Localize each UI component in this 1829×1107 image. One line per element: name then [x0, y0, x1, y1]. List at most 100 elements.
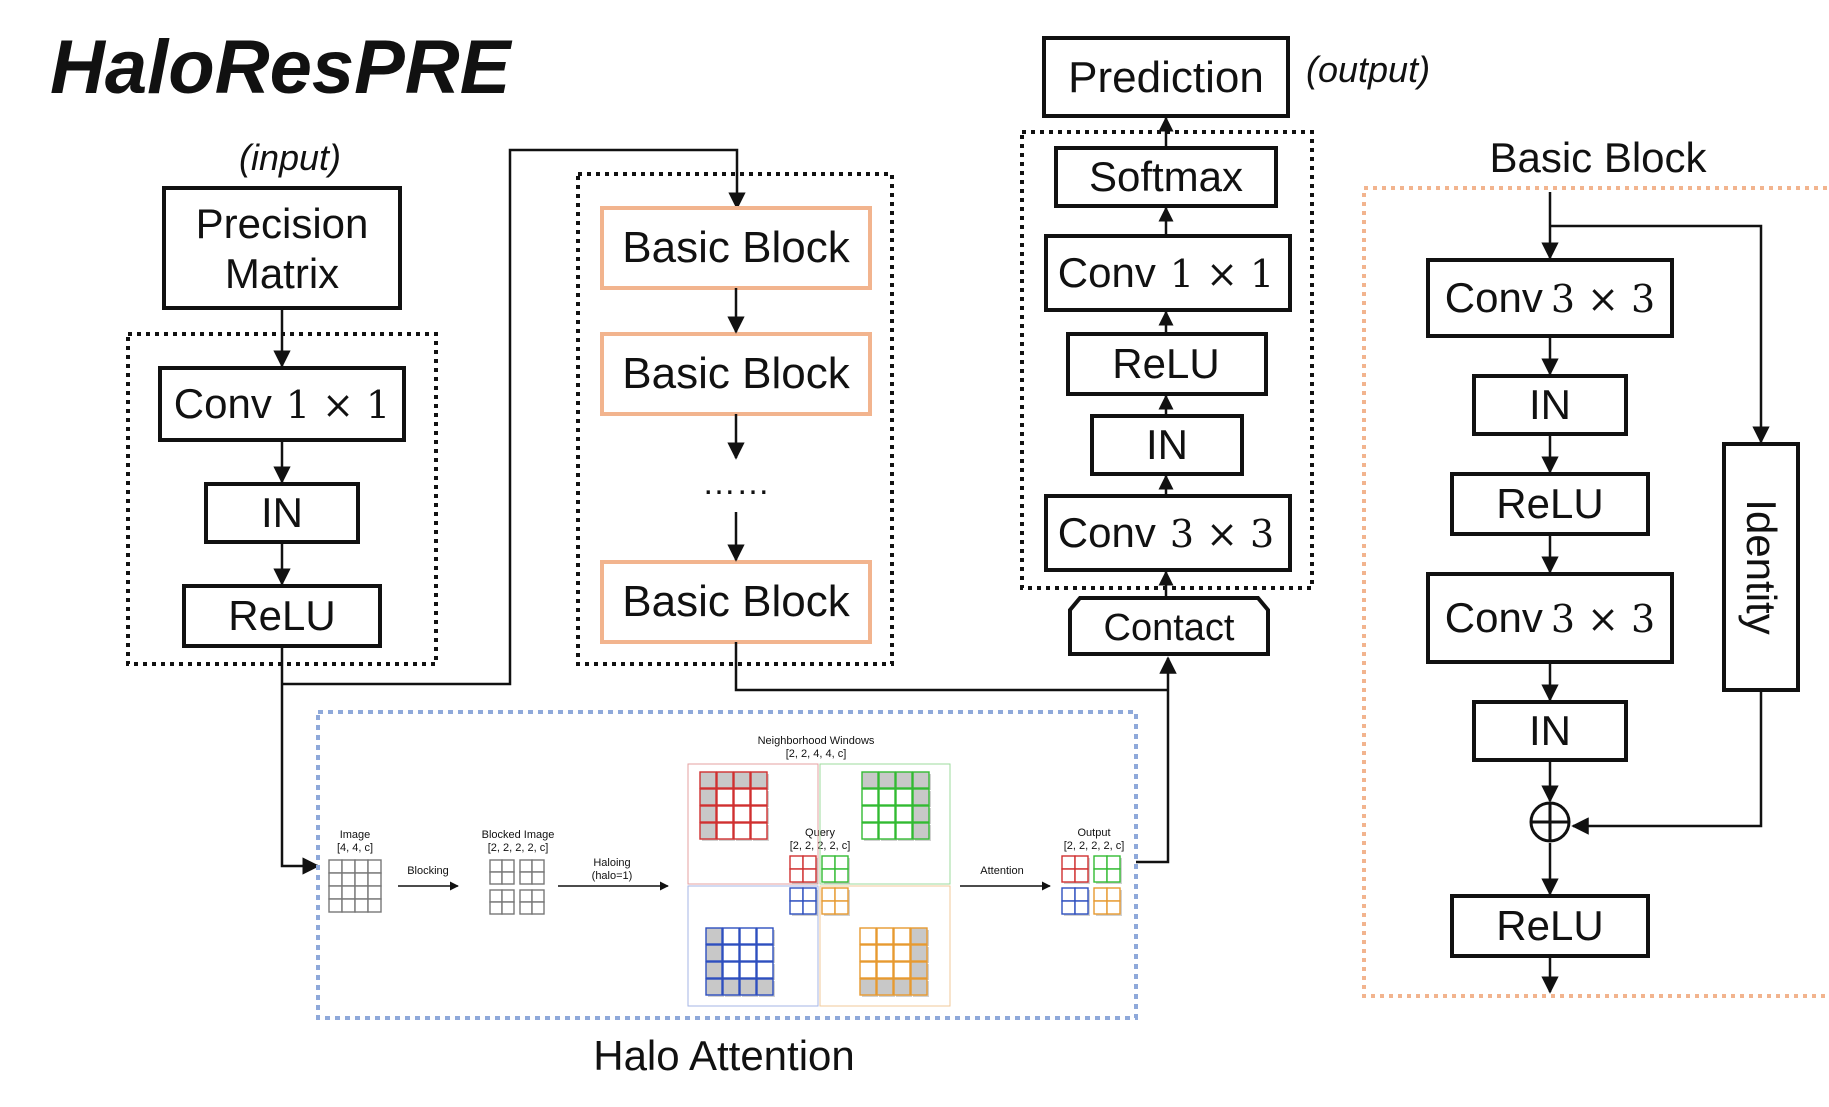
halo-neighborhood-cell	[893, 978, 911, 996]
halo-query-cell	[789, 855, 804, 870]
bb-conv-b-box: Conv 3 × 3	[1426, 572, 1674, 664]
halo-neighborhood-cell	[893, 944, 911, 962]
halo-neighborhood-cell	[733, 788, 751, 806]
basic-block-detail-frame	[1362, 186, 1829, 998]
bb-in-b-box: IN	[1472, 700, 1628, 762]
halo-neighborhood-cell	[733, 805, 751, 823]
halo-image-cell	[328, 859, 343, 874]
halo-neighborhood-cell	[739, 927, 757, 945]
bb-in-b-label: IN	[1529, 707, 1571, 754]
precision-matrix-line1: Precision	[196, 200, 369, 247]
halo-blocked-cell	[501, 859, 515, 873]
halo-output-cell	[1106, 855, 1121, 870]
halo-neighborhood-cell	[705, 944, 723, 962]
head-conv3-math: 3 × 3	[1170, 512, 1274, 556]
head-relu-box: ReLU	[1066, 332, 1268, 396]
halo-haloing-label-2: (halo=1)	[592, 870, 633, 882]
diagram-title: HaloResPRE	[50, 25, 513, 110]
halo-query-cell	[834, 868, 849, 883]
halo-neighborhood-cell	[878, 788, 896, 806]
backbone-block3-label: Basic Block	[622, 577, 850, 626]
halo-neighborhood-cell	[722, 927, 740, 945]
halo-output-label-2: [2, 2, 2, 2, c]	[1064, 840, 1125, 852]
backbone-block1-label: Basic Block	[622, 223, 850, 272]
stem-conv-math: 1 × 1	[286, 383, 390, 427]
halo-blocked-cell	[531, 901, 545, 915]
contact-box: Contact	[1068, 596, 1270, 656]
halo-neighborhood-cell	[739, 978, 757, 996]
softmax-label: Softmax	[1089, 153, 1243, 200]
halo-neighborhood-cell	[739, 961, 757, 979]
bb-relu-a-label: ReLU	[1496, 480, 1603, 527]
halo-neighborhood-cell	[859, 961, 877, 979]
stem-relu-label: ReLU	[228, 592, 335, 639]
svg-text:Conv 3 × 3: Conv 3 × 3	[1058, 509, 1274, 556]
backbone-basic-block-3: Basic Block	[600, 560, 872, 644]
stem-conv-text: Conv	[174, 380, 272, 427]
halo-neighborhood-cell	[756, 978, 774, 996]
halo-output-cell	[1106, 900, 1121, 915]
halo-neighborhood-cell	[895, 822, 913, 840]
halo-image-cell	[354, 859, 369, 874]
halo-neighborhood-cell	[699, 805, 717, 823]
basic-block-detail-title: Basic Block	[1489, 134, 1707, 181]
halo-query-cell	[834, 900, 849, 915]
halo-query-cell	[834, 887, 849, 902]
halo-blocked-label-2: [2, 2, 2, 2, c]	[488, 842, 549, 854]
halo-neighborhood-cell	[750, 788, 768, 806]
halo-neighborhood-cell	[910, 961, 928, 979]
halo-neighborhood-label-2: [2, 2, 4, 4, c]	[786, 748, 847, 760]
halo-neighborhood-frames	[687, 763, 951, 1007]
softmax-box: Softmax	[1054, 146, 1278, 208]
precision-matrix-line2: Matrix	[225, 250, 339, 297]
halo-query-cell	[789, 900, 804, 915]
halo-neighborhood-cell	[912, 805, 930, 823]
halo-image-cell	[367, 898, 382, 913]
bb-relu-a-box: ReLU	[1450, 472, 1650, 536]
halo-neighborhood-cell	[699, 771, 717, 789]
bb-identity-label: Identity	[1738, 499, 1785, 634]
halo-image-cell	[354, 898, 369, 913]
halo-query-cell	[834, 855, 849, 870]
halo-image-cell	[341, 859, 356, 874]
halo-neighborhood-cell	[859, 927, 877, 945]
bb-in-a-label: IN	[1529, 381, 1571, 428]
bb-conv-a-math: 3 × 3	[1551, 277, 1655, 321]
stem-in-label: IN	[261, 489, 303, 536]
bb-conv-b-math: 3 × 3	[1551, 597, 1655, 641]
halo-output-cell	[1074, 887, 1089, 902]
backbone-ellipsis: ……	[702, 464, 770, 502]
bb-conv-a-box: Conv 3 × 3	[1426, 258, 1674, 338]
input-label: (input)	[239, 137, 341, 178]
halo-image-cell	[367, 872, 382, 887]
halo-output-cell	[1106, 887, 1121, 902]
halo-query-cell	[802, 855, 817, 870]
halo-neighborhood-cell	[910, 978, 928, 996]
halo-neighborhood-cell	[716, 788, 734, 806]
halo-output-cell	[1093, 855, 1108, 870]
halo-haloing-label-1: Haloing	[593, 857, 630, 869]
halo-blocking-label: Blocking	[407, 865, 449, 877]
halo-image-cell	[354, 885, 369, 900]
halo-neighborhood-cell	[861, 788, 879, 806]
svg-text:Conv 1 × 1: Conv 1 × 1	[174, 380, 390, 427]
halo-neighborhood-cell	[895, 788, 913, 806]
halo-neighborhood-cell	[750, 822, 768, 840]
output-label: (output)	[1306, 49, 1430, 90]
halo-neighborhood-cell	[876, 961, 894, 979]
halo-blocked-cell	[489, 871, 503, 885]
halo-output-label-1: Output	[1077, 827, 1110, 839]
head-in-box: IN	[1090, 414, 1244, 476]
prediction-label: Prediction	[1068, 53, 1264, 102]
halo-image-cell	[328, 872, 343, 887]
halo-image-cell	[341, 872, 356, 887]
halo-neighborhood-cell	[750, 771, 768, 789]
stem-relu-box: ReLU	[182, 584, 382, 648]
halo-query-cell	[802, 868, 817, 883]
halo-neighborhood-cell	[912, 822, 930, 840]
halo-image-cell	[328, 885, 343, 900]
halo-query-cell	[821, 887, 836, 902]
halo-neighborhood-cell	[705, 978, 723, 996]
halo-output-cell	[1061, 887, 1076, 902]
